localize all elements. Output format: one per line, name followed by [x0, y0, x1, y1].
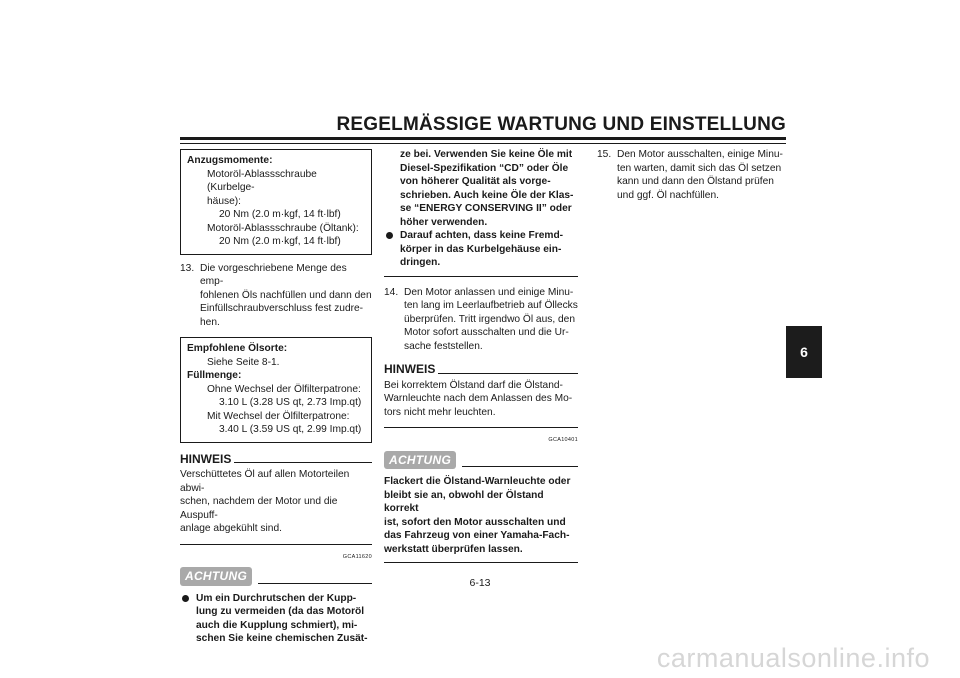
achtung-rule: [258, 582, 372, 584]
step-line: hen.: [200, 316, 220, 328]
step-number: 14.: [384, 286, 399, 298]
hinweis-line: tors nicht mehr leuchten.: [384, 406, 496, 418]
hinweis-line: Bei korrektem Ölstand darf die Ölstand-: [384, 379, 563, 391]
achtung-line: Um ein Durchrutschen der Kupp-: [196, 592, 357, 604]
hinweis-line: anlage abgekühlt sind.: [180, 523, 282, 534]
achtung-line: Diesel-Spezifikation “CD” oder Öle: [400, 162, 569, 174]
achtung-line: lung zu vermeiden (da das Motoröl: [196, 606, 365, 617]
achtung-line: dringen.: [400, 257, 441, 268]
achtung-line: Darauf achten, dass keine Fremd-: [400, 230, 564, 241]
hinweis-text: Bei korrektem Ölstand darf die Ölstand- …: [384, 379, 578, 420]
bullet-dot: [386, 232, 393, 239]
hinweis-rule: [438, 372, 578, 374]
achtung-continued: ze bei. Verwenden Sie keine Öle mit Dies…: [384, 148, 578, 229]
hinweis-heading: HINWEIS: [384, 362, 578, 377]
step-line: Den Motor anlassen und einige Minu-: [404, 286, 574, 298]
achtung-line: schen Sie keine chemischen Zusät-: [196, 633, 368, 644]
bullet-dot: [182, 594, 189, 602]
step-number: 13.: [180, 262, 195, 274]
torque-value: 20 Nm (2.0 m·kgf, 14 ft·lbf): [219, 209, 341, 220]
torque-value: 20 Nm (2.0 m·kgf, 14 ft·lbf): [219, 236, 341, 247]
step-line: fohlenen Öls nachfüllen und dann den: [200, 289, 372, 301]
step-line: ten lang im Leerlaufbetrieb auf Öllecks: [404, 300, 578, 311]
page-title: REGELMÄSSIGE WARTUNG UND EINSTELLUNG: [336, 114, 786, 135]
header-rule-thick: [180, 137, 786, 140]
column-middle: ze bei. Verwenden Sie keine Öle mit Dies…: [384, 148, 578, 569]
achtung-line: Flackert die Ölstand-Warnleuchte oder: [384, 476, 571, 487]
achtung-heading: ACHTUNG: [384, 450, 578, 469]
step-line: und ggf. Öl nachfüllen.: [617, 189, 719, 201]
step-line: kann und dann den Ölstand prüfen: [617, 176, 774, 187]
achtung-label: ACHTUNG: [384, 450, 457, 469]
achtung-line: von höherer Qualität als vorge-: [400, 176, 551, 187]
hinweis-line: Warnleuchte nach dem Anlassen des Mo-: [384, 393, 573, 404]
achtung-line: höher verwenden.: [400, 216, 488, 228]
torque-line: Motoröl-Ablassschraube (Öltank):: [207, 222, 359, 234]
step-14: 14. Den Motor anlassen und einige Minu- …: [384, 286, 578, 354]
chapter-tab: 6: [786, 326, 822, 378]
achtung-line: schrieben. Auch keine Öle der Klas-: [400, 189, 574, 201]
oil-quantity-title: Füllmenge:: [187, 370, 242, 381]
step-line: Einfüllschraubverschluss fest zudre-: [200, 303, 364, 314]
achtung-text: Flackert die Ölstand-Warnleuchte oder bl…: [384, 475, 578, 556]
hinweis-rule: [234, 462, 372, 463]
achtung-line: werkstatt überprüfen lassen.: [384, 543, 523, 555]
watermark: carmanualsonline.info: [656, 643, 930, 673]
oil-spec-box: Empfohlene Ölsorte: Siehe Seite 8-1. Fül…: [180, 337, 372, 443]
oil-quantity-line: Ohne Wechsel der Ölfilterpatrone:: [207, 383, 361, 395]
achtung-rule: [462, 466, 578, 467]
achtung-line: das Fahrzeug von einer Yamaha-Fach-: [384, 530, 570, 541]
divider: [384, 427, 578, 428]
oil-type-ref: Siehe Seite 8-1.: [207, 356, 280, 368]
step-line: ten warten, damit sich das Öl setzen: [617, 162, 782, 174]
achtung-line: körper in das Kurbelgehäuse ein-: [400, 243, 562, 255]
step-line: Den Motor ausschalten, einige Minu-: [617, 149, 783, 160]
oil-quantity-value: 3.40 L (3.59 US qt, 2.99 Imp.qt): [219, 424, 362, 435]
achtung-end-rule: [384, 562, 578, 563]
achtung-line: se “ENERGY CONSERVING II” oder: [400, 203, 572, 214]
oil-quantity-line: Mit Wechsel der Ölfilterpatrone:: [207, 410, 350, 422]
torque-line: häuse):: [207, 195, 241, 207]
column-right: 15. Den Motor ausschalten, einige Minu- …: [597, 148, 787, 209]
oil-quantity-value: 3.10 L (3.28 US qt, 2.73 Imp.qt): [219, 397, 362, 408]
oil-type-title: Empfohlene Ölsorte:: [187, 343, 288, 354]
step-line: Motor sofort ausschalten und die Ur-: [404, 327, 569, 338]
step-15: 15. Den Motor ausschalten, einige Minu- …: [597, 148, 787, 202]
torque-spec-box: Anzugsmomente: Motoröl-Ablassschraube (K…: [180, 149, 372, 255]
torque-box-title: Anzugsmomente:: [187, 155, 273, 166]
achtung-line: ist, sofort den Motor ausschalten und: [384, 516, 566, 528]
notice-code: GCA11620: [342, 553, 372, 560]
divider: [180, 543, 372, 545]
torque-line: Motoröl-Ablassschraube (Kurbelge-: [207, 168, 317, 194]
hinweis-line: Verschüttetes Öl auf allen Motorteilen a…: [180, 469, 350, 494]
hinweis-label: HINWEIS: [180, 451, 232, 466]
hinweis-label: HINWEIS: [384, 362, 436, 376]
achtung-heading: ACHTUNG: [180, 567, 372, 586]
achtung-bullet: Darauf achten, dass keine Fremd- körper …: [384, 229, 578, 270]
step-line: sache feststellen.: [404, 340, 483, 352]
achtung-bullet: Um ein Durchrutschen der Kupp- lung zu v…: [180, 592, 372, 646]
hinweis-text: Verschüttetes Öl auf allen Motorteilen a…: [180, 468, 372, 536]
achtung-label: ACHTUNG: [180, 567, 253, 586]
hinweis-line: schen, nachdem der Motor und die Auspuff…: [180, 496, 338, 521]
notice-code: GCA10401: [548, 437, 578, 443]
header-rule-thin: [180, 143, 786, 144]
column-left: Anzugsmomente: Motoröl-Ablassschraube (K…: [180, 148, 372, 646]
achtung-line: auch die Kupplung schmiert), mi-: [196, 619, 358, 631]
hinweis-heading: HINWEIS: [180, 451, 372, 467]
achtung-line: ze bei. Verwenden Sie keine Öle mit: [400, 149, 573, 160]
step-number: 15.: [597, 149, 612, 160]
page-number: 6-13: [469, 577, 491, 589]
step-line: überprüfen. Tritt irgendwo Öl aus, den: [404, 313, 576, 325]
step-line: Die vorgeschriebene Menge des emp-: [200, 262, 347, 288]
achtung-end-rule: [384, 275, 578, 277]
step-13: 13. Die vorgeschriebene Menge des emp- f…: [180, 262, 372, 330]
achtung-line: bleibt sie an, obwohl der Ölstand korrek…: [384, 489, 544, 515]
